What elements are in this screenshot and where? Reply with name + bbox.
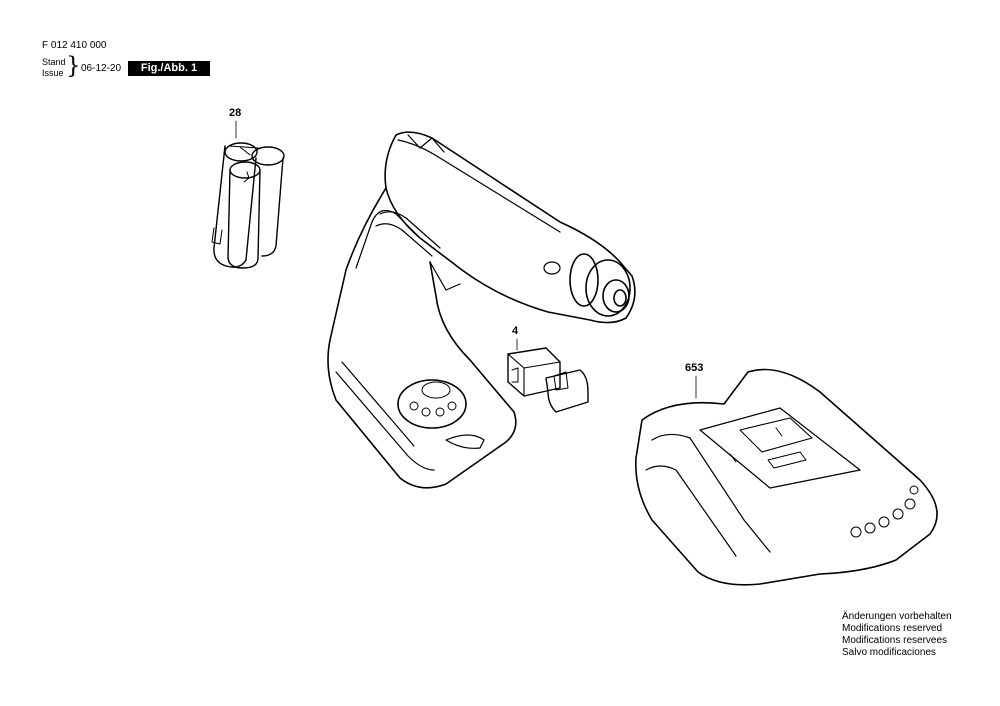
motor-housing: [384, 131, 636, 324]
battery-pack-part-28: [211, 142, 285, 269]
battery-cell-top-right: [251, 146, 285, 166]
note-en: Modifications reserved: [842, 623, 943, 634]
base-lens: [445, 434, 485, 449]
switch-slot-2: [375, 223, 433, 257]
battery-terminal: [243, 171, 250, 183]
vent-mark: [407, 134, 445, 153]
charger-bay: [699, 407, 861, 489]
chuck-collar: [569, 253, 599, 307]
adapter-contact: [553, 371, 569, 391]
dial-hole-4: [447, 401, 457, 411]
stand-issue-labels: Stand Issue: [42, 57, 66, 79]
leader-lines: [235, 120, 697, 399]
charger-bay-tabs: [729, 427, 783, 463]
led-4: [892, 508, 904, 520]
cordless-screwdriver: [327, 131, 636, 489]
led-5: [904, 498, 916, 510]
dial-center: [421, 381, 451, 399]
chuck-middle: [602, 279, 630, 313]
battery-cell-front: [227, 169, 261, 269]
charger-contact-rail: [767, 451, 807, 469]
adapter-part-4: [507, 347, 589, 413]
charger-lower-ridge: [645, 465, 737, 557]
dial-hole-2: [421, 407, 431, 417]
battery-tab: [211, 227, 223, 245]
brace-glyph: }: [66, 53, 81, 79]
battery-strap: [228, 145, 259, 156]
trigger-area: [355, 209, 421, 269]
led-3: [878, 516, 890, 528]
chuck-outer: [585, 259, 631, 317]
callout-653: 653: [685, 362, 704, 374]
battery-cell-top-left: [224, 142, 258, 162]
dial-hole-1: [409, 401, 419, 411]
handle-notch: [429, 261, 461, 291]
callout-4: 4: [512, 325, 519, 337]
note-de: Änderungen vorbehalten: [842, 611, 952, 622]
document-number: F 012 410 000: [42, 40, 107, 51]
battery-cell-left: [213, 145, 257, 268]
handle-body: [327, 187, 517, 489]
adapter-edges: [507, 353, 561, 397]
adapter-body: [507, 347, 561, 397]
adapter-slot: [511, 367, 519, 383]
charger-side-ridge: [651, 433, 771, 553]
rotary-dial: [397, 379, 467, 429]
led-6: [909, 485, 919, 495]
chuck-bit-hole: [613, 289, 627, 307]
dial-hole-3: [435, 407, 445, 417]
callout-28: 28: [229, 107, 242, 119]
issue-date: 06-12-20: [81, 63, 122, 74]
adapter-plug: [545, 369, 589, 413]
housing-indent: [543, 261, 561, 275]
led-2: [864, 522, 876, 534]
charger-shell: [635, 368, 938, 586]
stand-label: Stand: [42, 57, 66, 67]
modification-notes: Änderungen vorbehalten Modifications res…: [842, 611, 952, 659]
base-ridge: [335, 361, 435, 471]
note-fr: Modifications reservees: [842, 635, 948, 646]
led-1: [850, 526, 862, 538]
figure-badge: Fig./Abb. 1: [128, 61, 210, 76]
switch-slot-1: [379, 211, 441, 249]
note-es: Salvo modificaciones: [842, 647, 936, 658]
charger-bay-floor: [739, 417, 813, 453]
issue-label: Issue: [42, 68, 64, 78]
charger-part-653: [635, 368, 938, 586]
housing-top-ridge: [397, 139, 561, 233]
battery-cell-right-side: [261, 157, 284, 257]
